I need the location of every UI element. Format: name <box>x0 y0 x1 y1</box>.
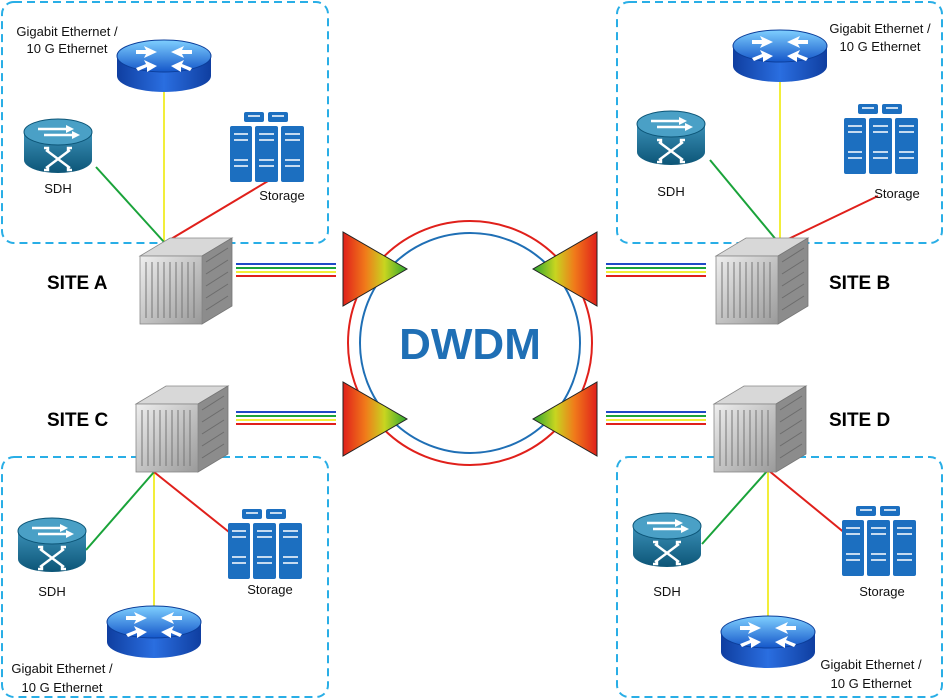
fiber-link-a <box>236 263 336 277</box>
amplifier-b-icon <box>532 231 598 307</box>
dwdm-node-icon <box>713 385 807 473</box>
storage-icon <box>841 505 917 577</box>
site-label: SITE C <box>47 410 109 431</box>
storage-icon <box>843 103 919 175</box>
site-label: SITE D <box>829 410 890 431</box>
fiber-link-d <box>606 411 706 425</box>
sdh-label: SDH <box>38 584 65 599</box>
router-icon <box>116 39 212 93</box>
amplifiers <box>342 231 598 457</box>
amplifier-c-icon <box>342 381 408 457</box>
dwdm-ring <box>347 220 593 466</box>
site-b: Gigabit Ethernet / 10 G Ethernet SDH Sto… <box>635 21 931 325</box>
router-label-line1: Gigabit Ethernet / <box>820 657 922 672</box>
router-label-line2: 10 G Ethernet <box>831 676 912 691</box>
ring-outer <box>347 220 593 466</box>
sdh-label: SDH <box>657 184 684 199</box>
fiber-link-c <box>236 411 336 425</box>
ring-inner <box>359 232 581 454</box>
dwdm-title: DWDM <box>399 320 541 369</box>
fiber-links <box>236 263 706 425</box>
fiber-link-b <box>606 263 706 277</box>
amplifier-a-icon <box>342 231 408 307</box>
router-label-line1: Gigabit Ethernet / <box>16 24 118 39</box>
storage-label: Storage <box>259 188 305 203</box>
router-icon <box>720 615 816 669</box>
dwdm-node-icon <box>139 237 233 325</box>
site-label: SITE B <box>829 273 890 294</box>
site-d: SITE D SDH Storage Gigabit Ethernet / 10… <box>631 385 922 691</box>
router-label-line2: 10 G Ethernet <box>22 680 103 695</box>
site-a: Gigabit Ethernet / 10 G Ethernet SDH Sto… <box>16 24 305 325</box>
storage-label: Storage <box>874 186 920 201</box>
router-icon <box>106 605 202 659</box>
dwdm-node-icon <box>715 237 809 325</box>
storage-label: Storage <box>859 584 905 599</box>
router-label-line1: Gigabit Ethernet / <box>829 21 931 36</box>
amplifier-d-icon <box>532 381 598 457</box>
router-icon <box>732 29 828 83</box>
sdh-label: SDH <box>44 181 71 196</box>
storage-label: Storage <box>247 582 293 597</box>
sdh-switch-icon <box>635 109 707 167</box>
sdh-switch-icon <box>16 516 88 574</box>
router-label-line2: 10 G Ethernet <box>840 39 921 54</box>
site-label: SITE A <box>47 273 108 294</box>
site-c: SITE C SDH Storage Gigabit Ethernet / 10… <box>11 385 303 695</box>
sdh-label: SDH <box>653 584 680 599</box>
sdh-switch-icon <box>22 117 94 175</box>
router-label-line2: 10 G Ethernet <box>27 41 108 56</box>
storage-icon <box>227 508 303 580</box>
storage-icon <box>229 111 305 183</box>
router-label-line1: Gigabit Ethernet / <box>11 661 113 676</box>
dwdm-node-icon <box>135 385 229 473</box>
sdh-switch-icon <box>631 511 703 569</box>
